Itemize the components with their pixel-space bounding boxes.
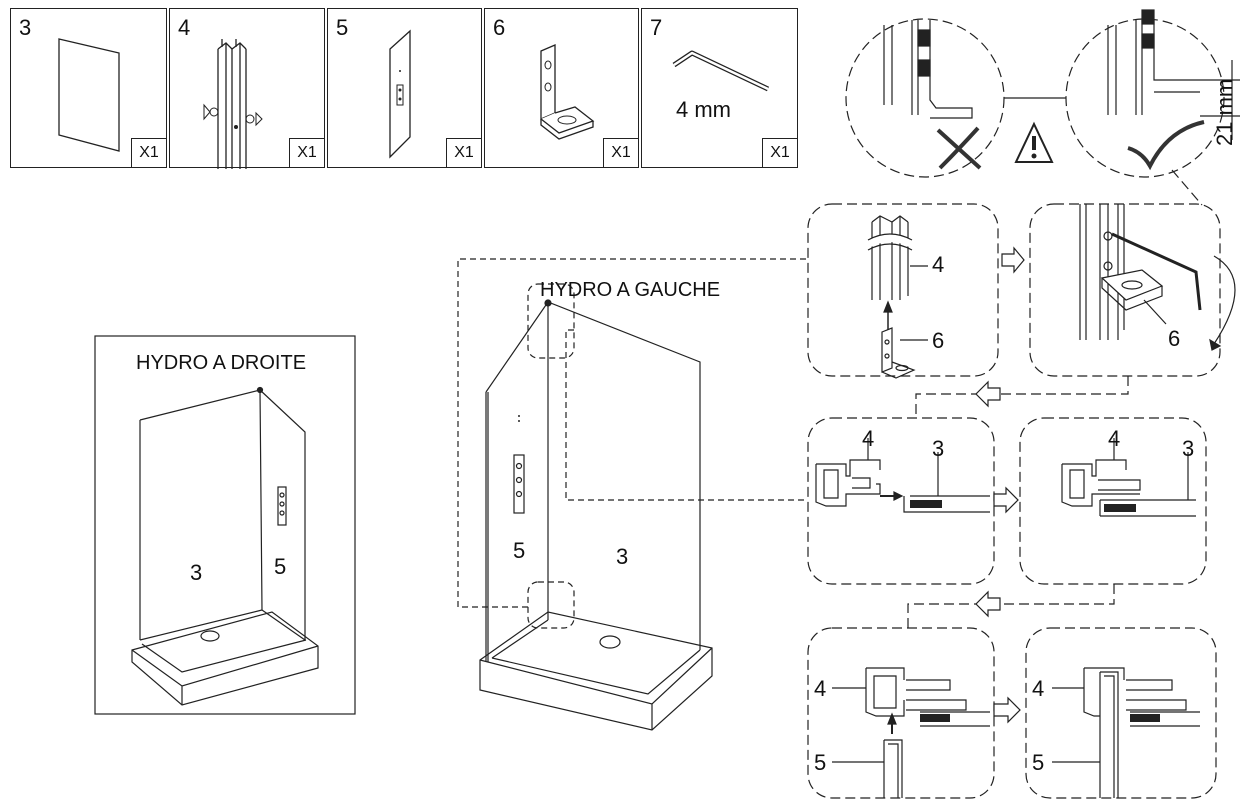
- part-number: 7: [650, 15, 663, 40]
- part-number: 5: [336, 15, 349, 40]
- step-arrows: [975, 246, 1025, 724]
- step5-illustration: [832, 667, 990, 798]
- part-number: 3: [19, 15, 32, 40]
- glass-panel-icon: [58, 38, 120, 152]
- center-view-label-panel-5: 5: [513, 538, 526, 563]
- side-panel-icon: [389, 29, 411, 159]
- dimension-label: 21 mm: [1212, 78, 1237, 146]
- step4-label-rail: 4: [1108, 426, 1121, 451]
- step2-illustration: [1079, 204, 1236, 351]
- step1-illustration: [866, 215, 928, 379]
- part-quantity: X1: [603, 138, 639, 168]
- step3-label-rail: 4: [862, 426, 875, 451]
- step4-label-panel: 3: [1182, 436, 1195, 461]
- hex-key-size: 4 mm: [676, 97, 731, 122]
- step5-label-rail: 4: [814, 676, 827, 701]
- check-mark-icon: [1127, 120, 1205, 171]
- shower-right-illustration: [131, 386, 319, 706]
- part-quantity: X1: [446, 138, 482, 168]
- part-box-7: 7 4 mm X1: [641, 8, 798, 168]
- left-view-label-panel-5: 5: [274, 554, 287, 579]
- wrong-mount-detail: [883, 20, 973, 119]
- correct-mount-detail: [1107, 9, 1240, 140]
- step4-illustration: [1061, 438, 1196, 517]
- step6-label-rail: 4: [1032, 676, 1045, 701]
- center-view-title: HYDRO A GAUCHE: [540, 279, 721, 301]
- part-box-5: 5 X1: [327, 8, 482, 168]
- part-number: 4: [178, 15, 191, 40]
- part-quantity: X1: [762, 138, 798, 168]
- profile-rail-icon: [203, 39, 263, 169]
- warning-icon: [1014, 121, 1054, 163]
- part-box-3: 3 X1: [10, 8, 167, 168]
- left-view-title: HYDRO A DROITE: [136, 352, 307, 374]
- l-bracket-icon: [540, 44, 595, 140]
- step1-label-bracket: 6: [932, 328, 945, 353]
- part-quantity: X1: [131, 138, 167, 168]
- left-view-frame: [94, 335, 356, 715]
- step5-label-panel: 5: [814, 750, 827, 775]
- part-number: 6: [493, 15, 506, 40]
- cross-mark-icon: [936, 126, 982, 170]
- step3-illustration: [815, 438, 990, 513]
- step3-label-panel: 3: [932, 436, 945, 461]
- step6-illustration: [1052, 667, 1200, 798]
- left-view-label-panel-3: 3: [190, 560, 203, 585]
- part-box-6: 6 X1: [484, 8, 639, 168]
- hex-key-icon: [672, 50, 770, 92]
- center-view-label-panel-3: 3: [616, 544, 629, 569]
- part-quantity: X1: [289, 138, 325, 168]
- step6-label-panel: 5: [1032, 750, 1045, 775]
- step2-label-bracket: 6: [1168, 326, 1181, 351]
- part-box-4: 4 X1: [169, 8, 325, 169]
- shower-left-illustration: [479, 299, 713, 731]
- step1-label-rail: 4: [932, 252, 945, 277]
